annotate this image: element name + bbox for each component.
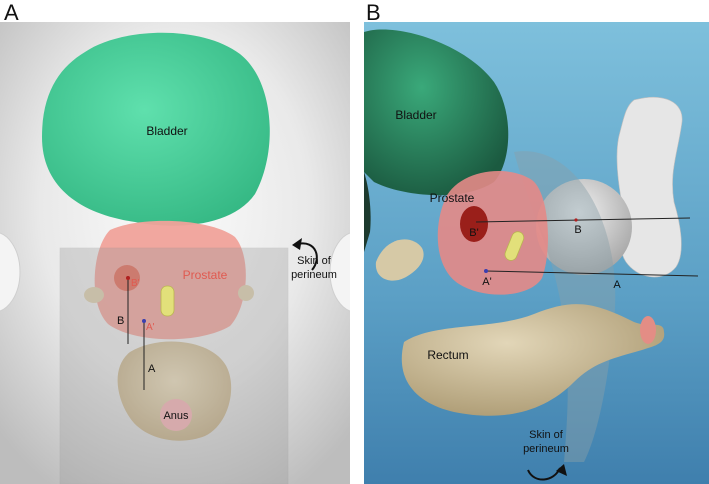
point-a-prime-3d bbox=[484, 269, 488, 273]
rectum-opening bbox=[640, 316, 656, 344]
right-bone-shape bbox=[329, 232, 350, 312]
prostate-label-3d: Prostate bbox=[430, 191, 475, 205]
perineum-plane bbox=[59, 247, 289, 484]
rectum-shape-3d bbox=[401, 304, 665, 416]
bladder-label-3d: Bladder bbox=[395, 108, 436, 122]
bone-fragment-right bbox=[238, 285, 254, 301]
prostate-label: Prostate bbox=[183, 268, 228, 282]
line-a-3d bbox=[485, 270, 699, 277]
skin-label-line2: perineum bbox=[291, 269, 337, 281]
bladder-label: Bladder bbox=[146, 124, 187, 138]
left-bone-shape bbox=[0, 232, 21, 312]
prostate-shape bbox=[94, 220, 246, 340]
skin-arrow bbox=[297, 242, 318, 271]
skin-label-line1: Skin of bbox=[297, 255, 332, 267]
anus-opening bbox=[160, 399, 192, 431]
point-b-prime bbox=[126, 276, 130, 280]
skin-label-line2-3d: perineum bbox=[523, 443, 569, 455]
panel-a-letter: A bbox=[4, 0, 19, 25]
a-label: A bbox=[148, 363, 156, 375]
line-b-3d bbox=[475, 217, 691, 223]
b-prime-label: B' bbox=[131, 278, 140, 289]
anus-label: Anus bbox=[163, 410, 189, 422]
b-label-3d: B bbox=[574, 224, 581, 236]
bone-fragment-left bbox=[84, 287, 104, 303]
skin-arrowhead-3d bbox=[556, 464, 567, 476]
bladder-shape bbox=[42, 32, 270, 226]
femoral-head-shape bbox=[536, 179, 632, 275]
skin-arrowhead bbox=[292, 238, 302, 250]
b-label: B bbox=[117, 315, 124, 327]
b-prime-label-3d: B' bbox=[469, 227, 478, 239]
a-prime-label: A' bbox=[146, 322, 155, 333]
rectum-label-3d: Rectum bbox=[427, 348, 468, 362]
point-b-3d bbox=[574, 218, 578, 222]
panel-b-figure: Bladder Prostate B' B A' A Rectum Skin o… bbox=[364, 22, 709, 484]
femur-shape bbox=[616, 96, 683, 278]
skin-label-line1-3d: Skin of bbox=[529, 429, 564, 441]
panel-b-letter: B bbox=[366, 0, 381, 25]
a-label-3d: A bbox=[613, 279, 621, 291]
panel-a-figure: Bladder Prostate Skin of perineum B' A' … bbox=[0, 22, 350, 484]
needle-3d bbox=[504, 231, 525, 261]
bladder-shadow bbox=[364, 172, 371, 252]
bladder-shape-3d bbox=[364, 29, 509, 196]
b-prime-target-3d bbox=[460, 206, 488, 242]
rectum-shape bbox=[117, 341, 232, 441]
a-prime-label-3d: A' bbox=[482, 276, 491, 288]
bone-fragment-b bbox=[375, 239, 424, 281]
prostate-shape-3d bbox=[437, 171, 548, 295]
point-a-prime bbox=[142, 319, 146, 323]
needle-shape bbox=[160, 285, 175, 317]
